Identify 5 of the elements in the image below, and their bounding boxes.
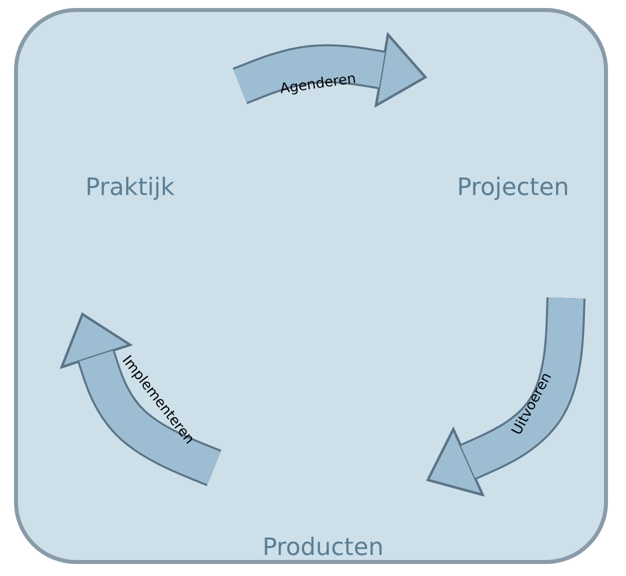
rounded-panel bbox=[14, 8, 608, 564]
arrow-label: Agenderen bbox=[279, 70, 357, 98]
stage-label: Producten bbox=[262, 533, 384, 561]
stage-label: Praktijk bbox=[85, 173, 175, 201]
stage-label: Projecten bbox=[456, 173, 570, 201]
